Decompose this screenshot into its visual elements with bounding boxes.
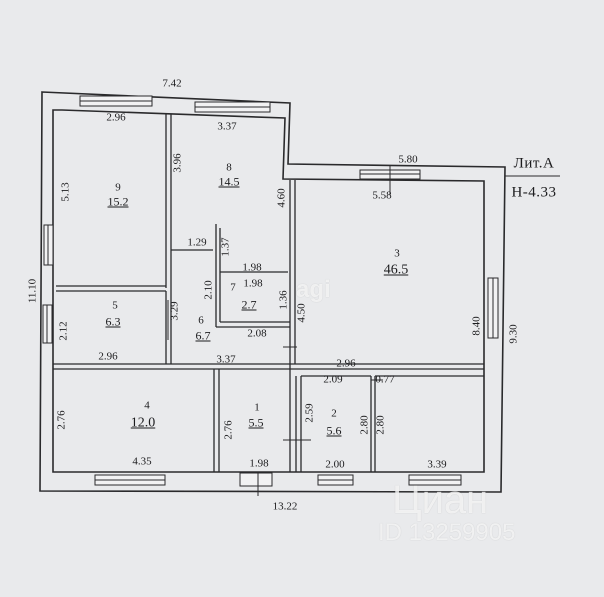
room1-number: 1 — [254, 401, 260, 414]
watermark-brand: Циан — [392, 478, 489, 522]
room4-number: 4 — [144, 399, 150, 412]
room5-left-dimension: 2.12 — [57, 321, 70, 341]
outer-walls — [39, 91, 506, 493]
overall-bottom-dimension: 13.22 — [272, 500, 298, 513]
room1-area: 5.5 — [248, 415, 264, 430]
overall-left-dimension: 11.10 — [26, 278, 39, 304]
right-block-inner-top-dimension: 5.58 — [372, 189, 392, 202]
room7-left-dimension: 2.10 — [202, 280, 215, 300]
lit-label: Лит.А — [513, 155, 555, 172]
room2-top-right-dimension: 0.77 — [375, 373, 395, 386]
room3-area: 46.5 — [383, 262, 409, 278]
dimension-marks — [167, 165, 560, 496]
room3-number: 3 — [394, 247, 400, 260]
room9-left-dimension: 5.13 — [59, 182, 72, 202]
room5-bottom-dimension: 2.96 — [98, 350, 118, 363]
room1-left-dimension: 2.76 — [222, 420, 235, 440]
overall-right-dimension: 9.30 — [507, 324, 520, 344]
room2-right-dimension: 2.80 — [358, 415, 371, 435]
room3-right-dimension: 8.40 — [470, 316, 483, 336]
room5-area: 6.3 — [105, 314, 121, 329]
room4-left-dimension: 2.76 — [55, 410, 68, 430]
room7-area: 2.7 — [241, 297, 257, 312]
room2-right-dimension-2: 2.80 — [374, 415, 387, 435]
room5-number: 5 — [112, 299, 118, 312]
room3-bottom-dimension: 3.39 — [427, 458, 447, 471]
overall-top-dimension: 7.42 — [162, 77, 182, 90]
room8-area: 14.5 — [218, 174, 240, 189]
middle-dimension-337: 3.37 — [216, 353, 236, 366]
room7-top-dimension-2: 1.98 — [243, 277, 263, 290]
watermark-id: ID 13259905 — [378, 519, 516, 546]
corridor-dimension-137: 1.37 — [219, 237, 232, 257]
room4-bottom-dimension: 4.35 — [132, 455, 152, 468]
room8-right-dimension: 4.60 — [275, 188, 288, 208]
corridor-dimension-129: 1.29 — [187, 236, 207, 249]
middle-dimension-296: 2.96 — [336, 357, 356, 370]
room2-left-dimension: 2.59 — [303, 403, 316, 423]
room8-top-dimension: 3.37 — [217, 120, 237, 133]
room6-number: 6 — [198, 314, 204, 327]
room1-bottom-dimension: 1.98 — [249, 457, 269, 470]
windows — [42, 95, 499, 487]
room6-left-dimension: 3.29 — [168, 301, 181, 321]
room2-top-dimension: 2.09 — [323, 373, 343, 386]
room4-area: 12.0 — [130, 415, 156, 431]
interior-walls — [53, 114, 484, 472]
room8-left-dimension: 3.96 — [171, 153, 184, 173]
room2-number: 2 — [331, 407, 337, 420]
room9-area: 15.2 — [107, 194, 129, 209]
room7-top-dimension: 1.98 — [242, 261, 262, 274]
room9-top-dimension: 2.96 — [106, 111, 126, 124]
room7-number: 7 — [230, 281, 236, 294]
height-label: Н-4.33 — [511, 184, 557, 201]
room2-bottom-dimension: 2.00 — [325, 458, 345, 471]
room8-number: 8 — [226, 161, 232, 174]
room6-bottom-dimension: 2.08 — [247, 327, 267, 340]
room2-area: 5.6 — [326, 423, 342, 438]
watermark-center: agi — [296, 276, 331, 303]
room7-right-dimension: 1.36 — [277, 290, 290, 310]
room9-number: 9 — [115, 181, 121, 194]
room6-area: 6.7 — [195, 328, 211, 343]
room6-right-dimension: 4.50 — [295, 303, 308, 323]
right-block-top-dimension: 5.80 — [398, 153, 418, 166]
